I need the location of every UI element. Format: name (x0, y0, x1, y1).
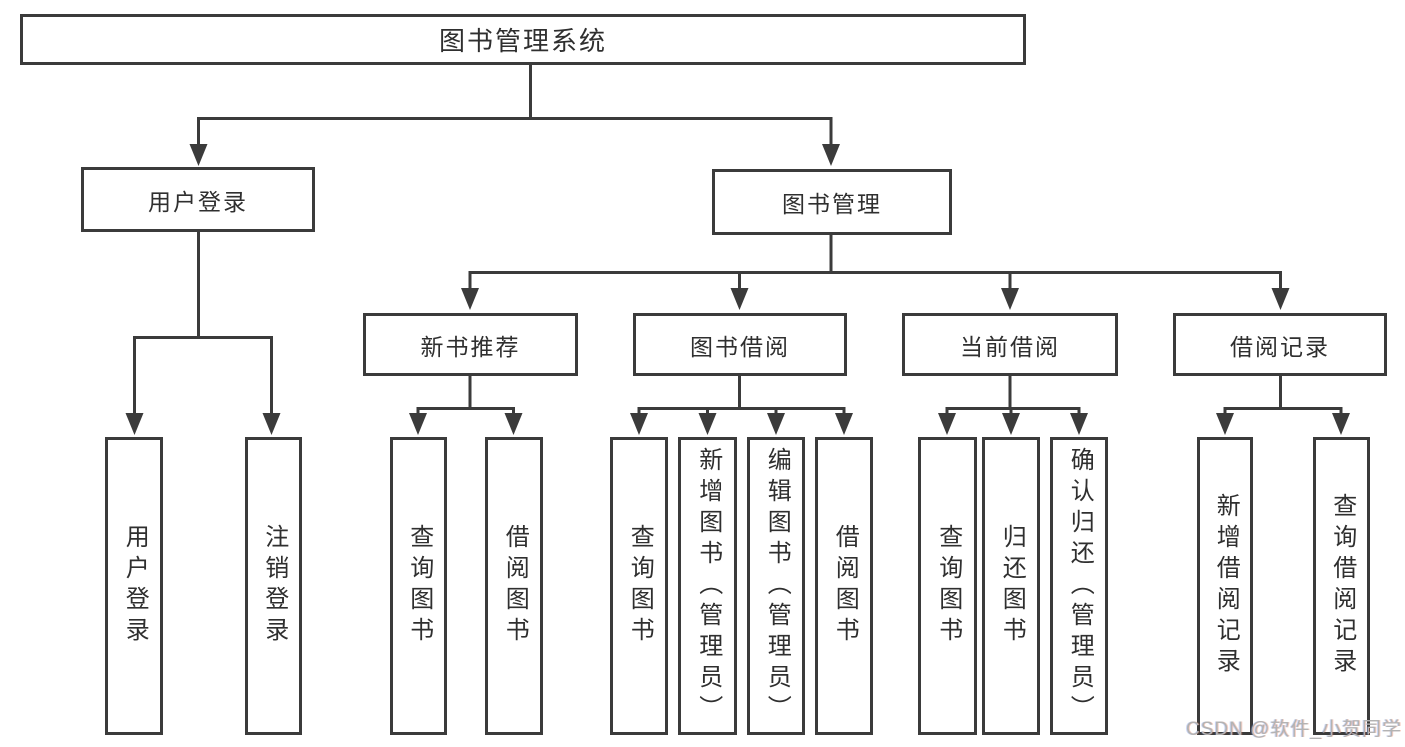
leaf-borrowing-query-books: 查询图书 (610, 437, 668, 735)
node-book-borrowing: 图书借阅 (633, 313, 847, 376)
node-borrowing-records: 借阅记录 (1173, 313, 1387, 376)
arrowhead-icons (125, 144, 1350, 435)
leaf-borrowing-borrow-books: 借阅图书 (815, 437, 873, 735)
node-new-book-recommendation: 新书推荐 (363, 313, 578, 376)
node-user-login: 用户登录 (81, 167, 315, 232)
leaf-confirm-return-admin: 确认归还（管理员） (1050, 437, 1108, 735)
leaf-add-borrow-record: 新增借阅记录 (1197, 437, 1253, 735)
leaf-recommend-borrow-books: 借阅图书 (485, 437, 543, 735)
node-current-borrowing: 当前借阅 (902, 313, 1118, 376)
node-book-management: 图书管理 (712, 169, 952, 235)
leaf-edit-books-admin: 编辑图书（管理员） (747, 437, 805, 735)
csdn-watermark: CSDN @软件_小贺同学 (1186, 719, 1402, 740)
leaf-user-login: 用户登录 (105, 437, 163, 735)
leaf-add-books-admin: 新增图书（管理员） (678, 437, 737, 735)
leaf-return-books: 归还图书 (982, 437, 1040, 735)
leaf-current-query-books: 查询图书 (918, 437, 977, 735)
leaf-logout-login: 注销登录 (245, 437, 302, 735)
leaf-query-borrow-record: 查询借阅记录 (1313, 437, 1370, 735)
leaf-recommend-query-books: 查询图书 (390, 437, 447, 735)
node-book-management-system: 图书管理系统 (20, 14, 1026, 65)
